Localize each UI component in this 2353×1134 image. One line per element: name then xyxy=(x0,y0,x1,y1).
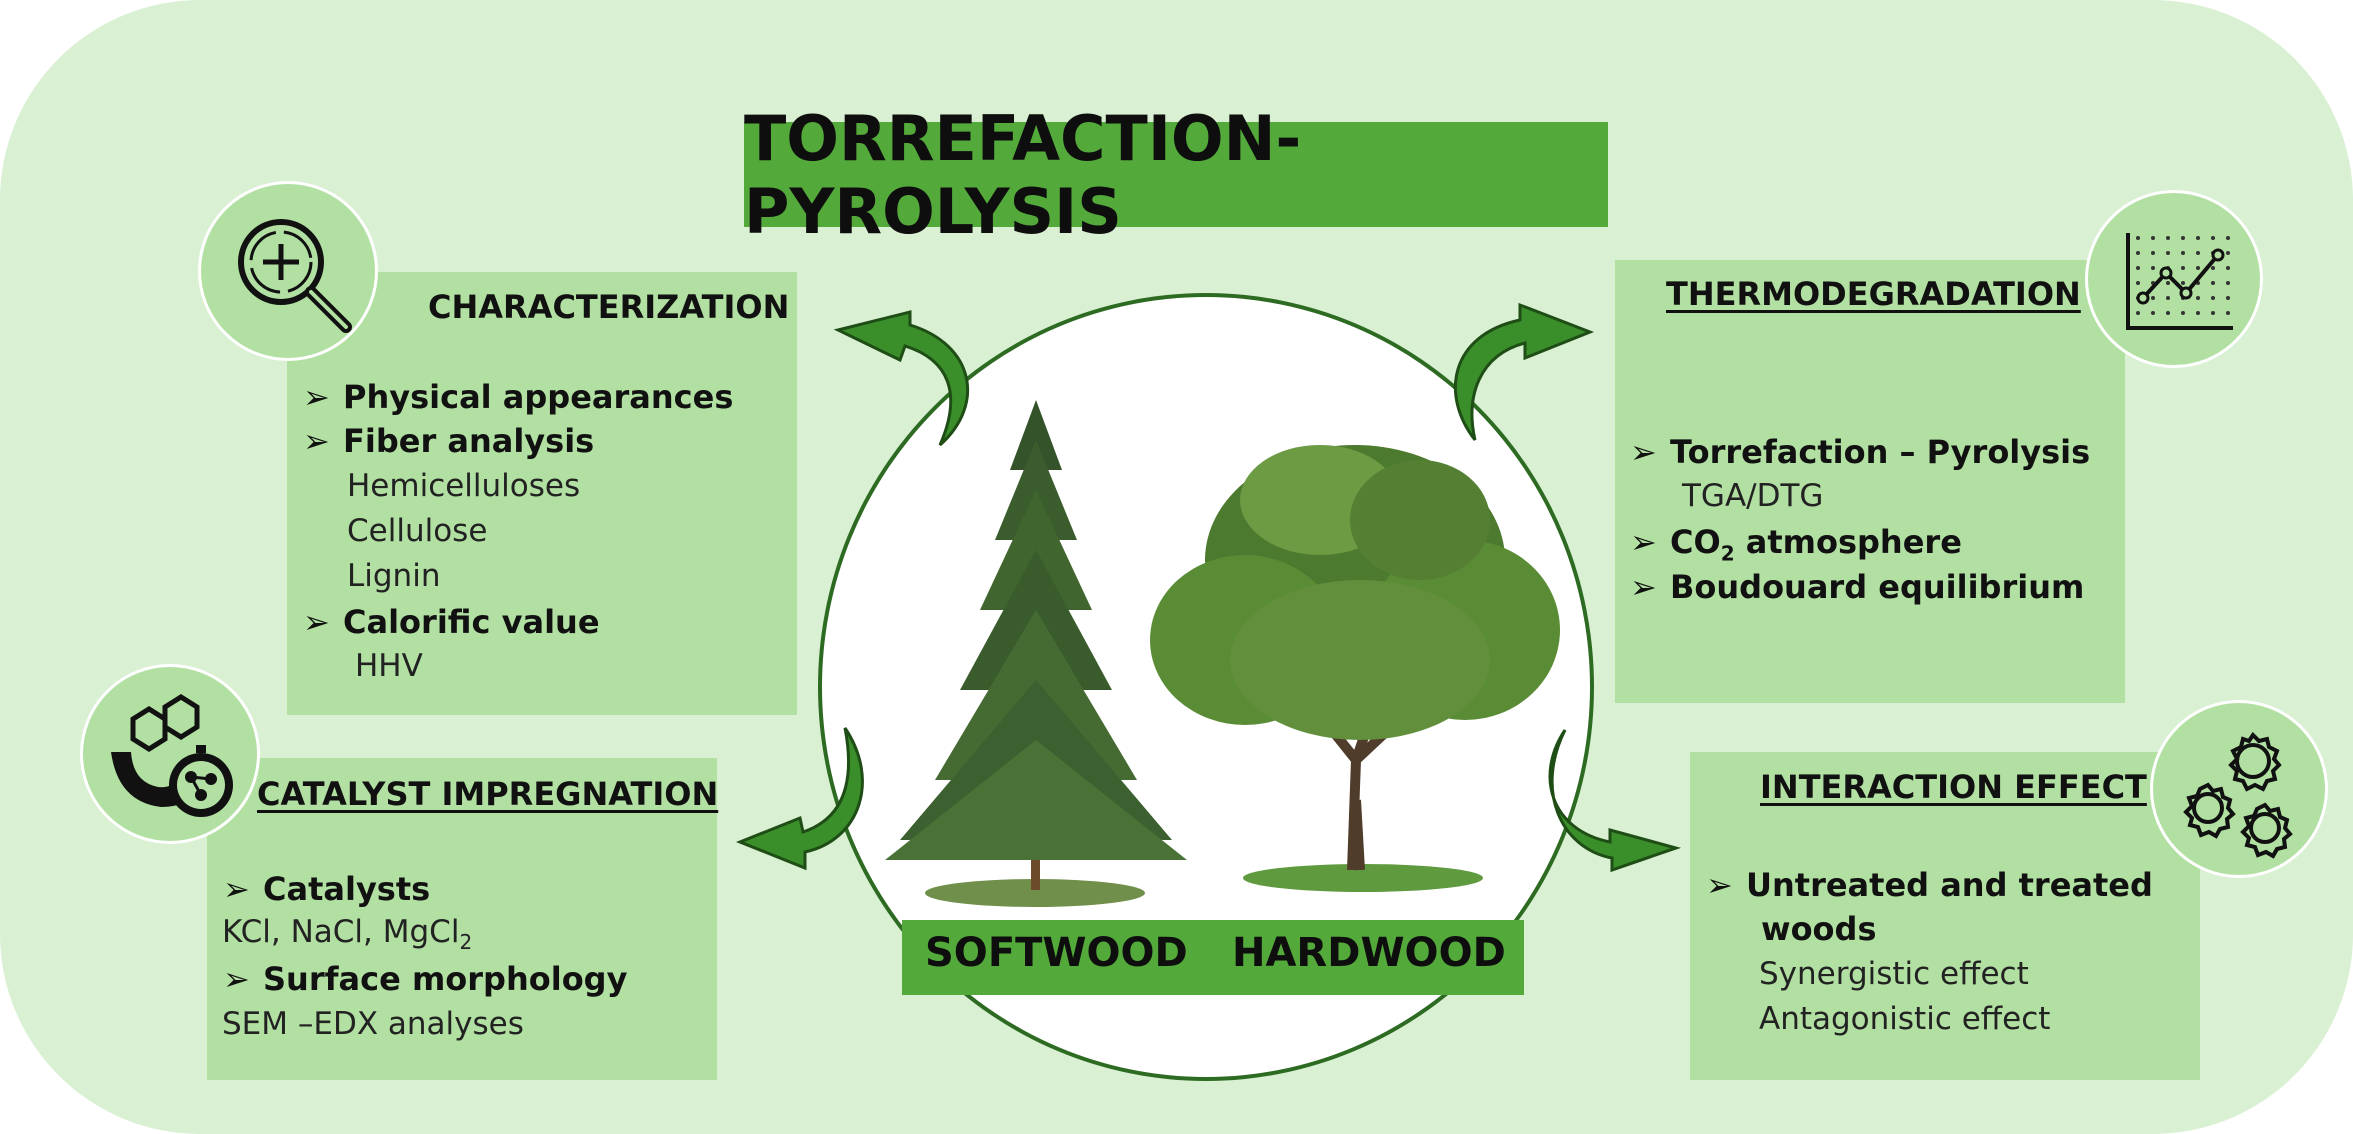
characterization-bullet-3: ➢Calorific value xyxy=(303,603,600,641)
thermodegradation-panel xyxy=(1615,260,2125,703)
bullet-arrow-icon: ➢ xyxy=(223,870,250,908)
thermo-bullet-2: ➢CO2 atmosphere xyxy=(1630,523,1962,566)
gears-icon xyxy=(2150,700,2328,878)
molecule-catalyst-icon xyxy=(80,664,260,844)
interaction-bullet-1: ➢Untreated and treated xyxy=(1706,866,2153,904)
magnifier-plus-icon xyxy=(198,181,378,361)
arrow-to-characterization xyxy=(833,310,970,447)
arrow-to-thermodegradation xyxy=(1453,302,1595,441)
bullet-arrow-icon: ➢ xyxy=(223,960,250,998)
bullet-arrow-icon: ➢ xyxy=(1630,568,1657,606)
thermodegradation-heading: THERMODEGRADATION xyxy=(1666,275,2081,313)
line-chart-icon xyxy=(2085,190,2263,368)
catalyst-bullet-1: ➢Catalysts xyxy=(223,870,431,908)
hardwood-label: HARDWOOD xyxy=(1232,930,1506,976)
bullet-arrow-icon: ➢ xyxy=(1630,433,1657,471)
thermo-sub-tga: TGA/DTG xyxy=(1682,478,1824,514)
characterization-sub-lignin: Lignin xyxy=(347,558,441,594)
interaction-sub-synergistic: Synergistic effect xyxy=(1759,956,2029,992)
softwood-tree xyxy=(885,400,1187,907)
bullet-arrow-icon: ➢ xyxy=(303,603,330,641)
interaction-heading: INTERACTION EFFECT xyxy=(1760,768,2147,806)
hardwood-tree xyxy=(1150,445,1560,892)
bullet-arrow-icon: ➢ xyxy=(1706,866,1733,904)
title-banner: TORREFACTION-PYROLYSIS xyxy=(744,102,1608,248)
softwood-label: SOFTWOOD xyxy=(925,930,1188,976)
catalyst-bullet-2: ➢Surface morphology xyxy=(223,960,628,998)
catalyst-panel xyxy=(207,758,717,1080)
bullet-arrow-icon: ➢ xyxy=(1630,523,1657,561)
characterization-bullet-2: ➢Fiber analysis xyxy=(303,422,595,460)
bullet-arrow-icon: ➢ xyxy=(303,422,330,460)
characterization-panel xyxy=(287,272,797,715)
wood-type-bar xyxy=(902,920,1524,995)
arrow-to-interaction xyxy=(1548,729,1682,873)
characterization-bullet-1: ➢Physical appearances xyxy=(303,378,734,416)
interaction-sub-antagonistic: Antagonistic effect xyxy=(1759,1001,2051,1037)
interaction-panel xyxy=(1690,752,2200,1080)
characterization-sub-hemicelluloses: Hemicelluloses xyxy=(347,468,581,504)
catalyst-sub-sem: SEM –EDX analyses xyxy=(222,1006,524,1042)
bullet-arrow-icon: ➢ xyxy=(303,378,330,416)
thermo-bullet-1: ➢Torrefaction – Pyrolysis xyxy=(1630,433,2091,471)
characterization-heading: CHARACTERIZATION xyxy=(428,288,790,326)
catalyst-sub-salts: KCl, NaCl, MgCl2 xyxy=(222,914,473,955)
interaction-bullet-1-cont: woods xyxy=(1761,910,1877,948)
characterization-sub-hhv: HHV xyxy=(355,648,423,684)
catalyst-heading: CATALYST IMPREGNATION xyxy=(257,775,719,813)
arrow-to-catalyst xyxy=(735,727,864,871)
characterization-sub-cellulose: Cellulose xyxy=(347,513,488,549)
thermo-bullet-3: ➢Boudouard equilibrium xyxy=(1630,568,2085,606)
title-text: TORREFACTION-PYROLYSIS xyxy=(744,101,1302,248)
